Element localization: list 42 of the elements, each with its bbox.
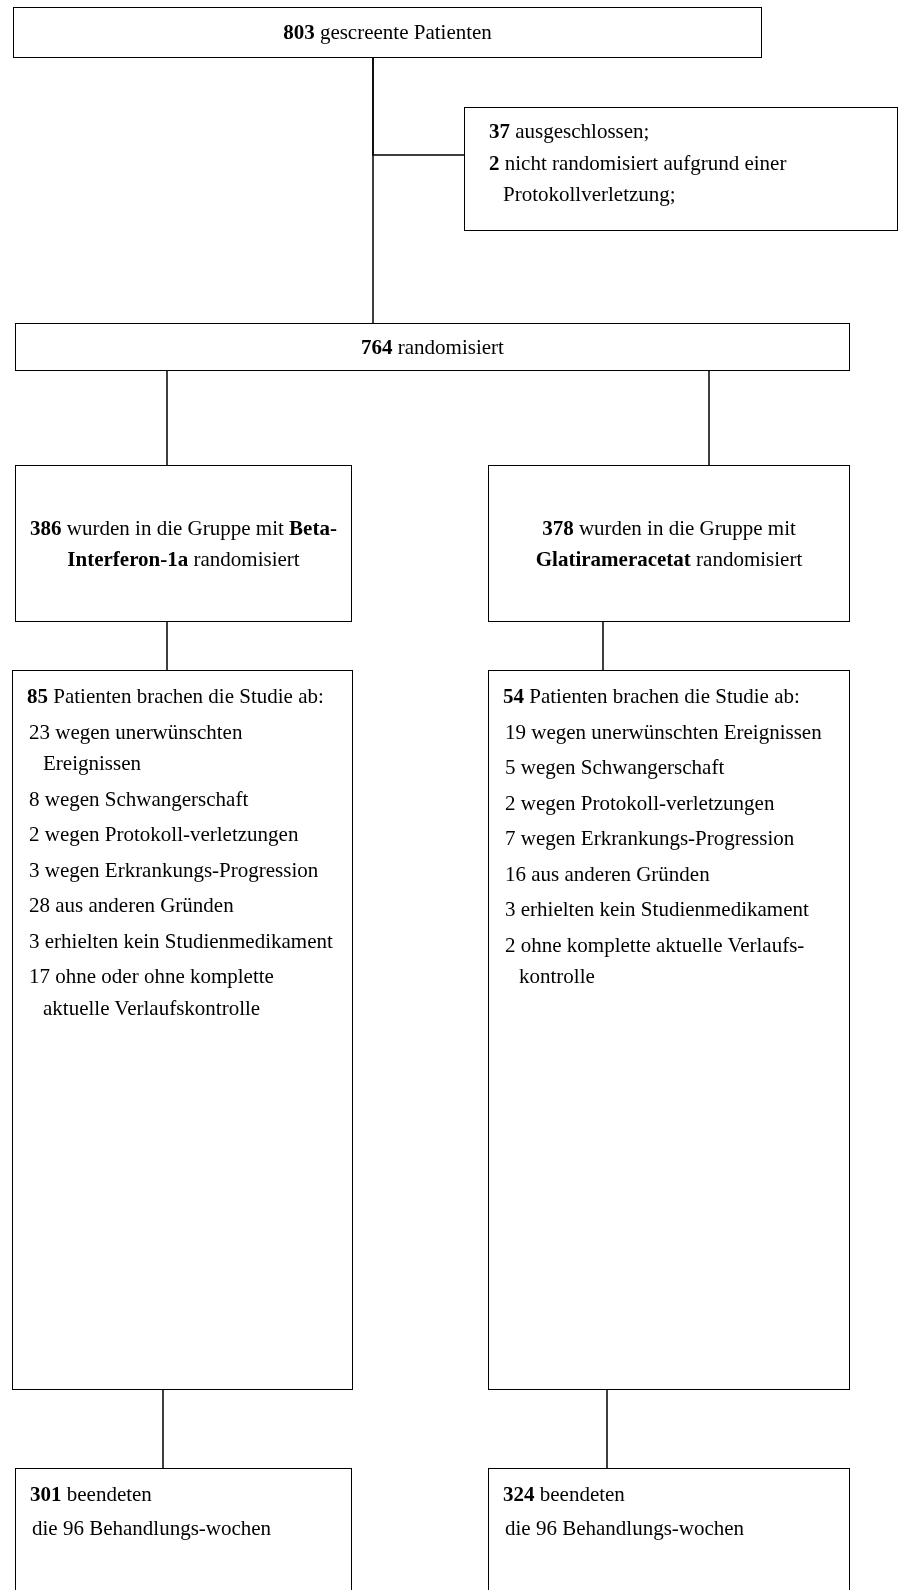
node-text: die 96 Behandlungs-wochen	[504, 1514, 746, 1542]
list-item: 17 ohne oder ohne komplette aktuelle Verlaufskontrolle	[28, 963, 275, 1022]
flow-box	[15, 465, 352, 622]
list-item: 23 wegen unerwünschten Ereignissen	[28, 718, 244, 777]
list-item: 3 erhielten kein Studienmedikament	[28, 927, 334, 955]
node-text: 301 beendeten	[30, 1481, 153, 1508]
node-text: 2 nicht randomisiert aufgrund einer Protokollverletzung;	[488, 149, 788, 208]
node-text: 378 wurden in die Gruppe mit Glatirameracetat randomisiert	[534, 515, 804, 573]
connector-line	[602, 621, 604, 671]
list-item: 3 erhielten kein Studienmedikament	[504, 896, 810, 923]
node-text: 37 ausgeschlossen;	[488, 118, 651, 145]
list-item: 16 aus anderen Gründen	[504, 860, 711, 888]
flow-box	[464, 107, 898, 231]
list-item: 7 wegen Erkrankungs-Progression	[504, 825, 796, 852]
list-item: 2 wegen Protokoll-verletzungen	[504, 789, 776, 817]
connector-line	[166, 621, 168, 671]
node-text: die 96 Behandlungs-wochen	[31, 1514, 273, 1542]
flow-box	[13, 7, 762, 58]
flow-box	[15, 1468, 352, 1590]
flow-box	[488, 670, 850, 1390]
connector-line	[162, 1389, 164, 1469]
connector-line	[606, 1389, 608, 1469]
node-heading: 85 Patienten brachen die Studie ab:	[27, 683, 325, 710]
connector-line	[166, 370, 168, 466]
flow-box	[15, 323, 850, 371]
list-item: 2 wegen Protokoll-verletzungen	[28, 821, 300, 848]
node-text: 803 gescreente Patienten	[282, 19, 493, 47]
node-text: 764 randomisiert	[360, 333, 505, 361]
flow-box	[12, 670, 353, 1390]
node-text: 386 wurden in die Gruppe mit Beta-Interferon-1a randomisiert	[30, 515, 337, 573]
list-item: 28 aus anderen Gründen	[28, 892, 235, 919]
list-item: 5 wegen Schwangerschaft	[504, 754, 726, 781]
node-text: 324 beendeten	[503, 1481, 626, 1508]
flow-box	[488, 465, 850, 622]
list-item: 3 wegen Erkrankungs-Progression	[28, 856, 320, 884]
list-item: 19 wegen unerwünschten Ereignissen	[504, 718, 823, 746]
node-heading: 54 Patienten brachen die Studie ab:	[503, 683, 801, 710]
flow-box	[488, 1468, 850, 1590]
connector-line	[708, 370, 710, 466]
connector-line	[372, 57, 374, 324]
list-item: 8 wegen Schwangerschaft	[28, 785, 250, 813]
list-item: 2 ohne komplette aktuelle Verlaufs-kontrolle	[504, 931, 806, 990]
